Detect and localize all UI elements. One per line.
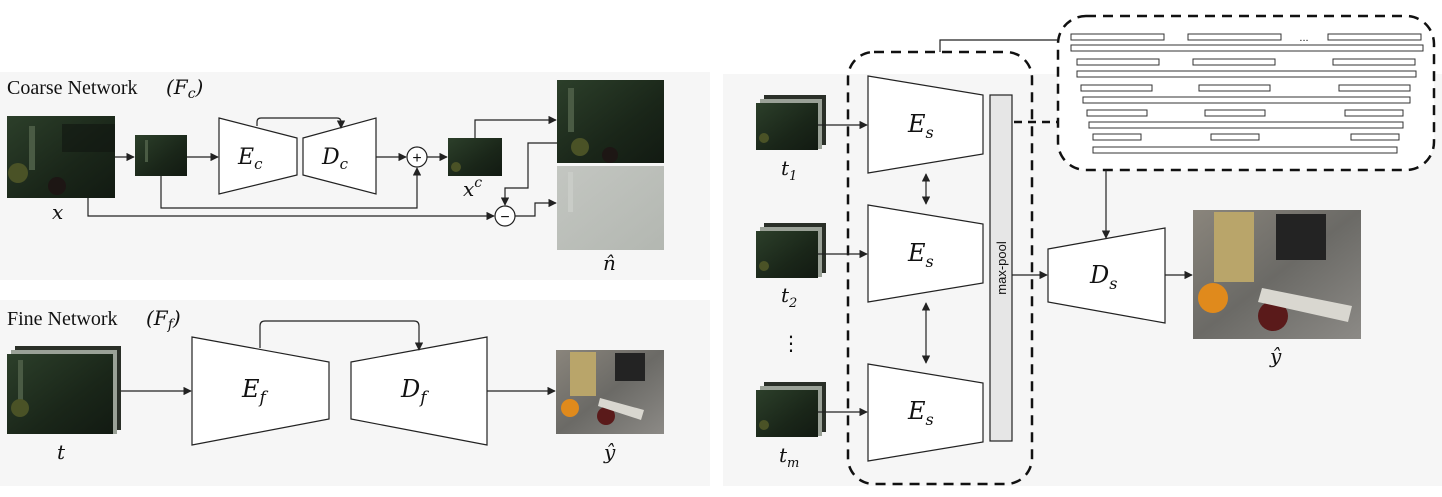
fine-input-label: t [57, 440, 66, 464]
arrow-skip-coarse [256, 117, 346, 129]
coarse-noise-label: n̂ [603, 251, 616, 275]
coarse-encoder-label: Ec [237, 145, 263, 173]
shared-input-vdots: ⋮ [781, 333, 801, 355]
coarse-add-symbol: + [412, 150, 421, 167]
shared-input-stack-2 [756, 223, 826, 278]
shared-input-stack-3 [756, 382, 826, 437]
coarse-title: Coarse Network [7, 77, 138, 99]
shared-input-label-1: t1 [781, 156, 797, 184]
shared-encoder-label-3: Es [907, 397, 934, 429]
shared-input-label-2: t2 [781, 283, 797, 311]
shared-encoder-label-1: Es [907, 110, 934, 142]
coarse-title-symbol: (Fc) [166, 75, 203, 102]
arrow-downsample-residual [160, 167, 422, 209]
connector-group-to-features [939, 39, 1058, 52]
shared-input-label-3: tm [779, 443, 799, 471]
arrow-subtract-to-noise [515, 198, 557, 217]
fine-network-panel: Fine Network (Ff) t Ef Df ŷ [0, 300, 710, 486]
feature-map-ellipsis: ... [1299, 32, 1308, 44]
arrow-xc-to-output [474, 115, 557, 138]
coarse-network-panel: Coarse Network (Fc) x Ec Dc + xc [0, 72, 710, 280]
coarse-noise-image [557, 166, 664, 250]
arrow-output-to-subtract [500, 142, 557, 206]
arrow-skip-fine [259, 320, 424, 351]
fine-encoder-label: Ef [241, 375, 269, 408]
coarse-output-label: xc [463, 175, 482, 201]
coarse-decoder-block [302, 117, 377, 195]
fine-encoder-block [191, 336, 330, 446]
feature-map-rows [1070, 33, 1424, 154]
fine-output-label: ŷ [603, 440, 616, 464]
coarse-subtract-symbol: − [500, 209, 509, 226]
coarse-encoder-block [218, 117, 298, 195]
coarse-output-image [448, 138, 502, 176]
coarse-input-image [7, 116, 115, 198]
coarse-decoder-label: Dc [321, 145, 349, 173]
fine-decoder-label: Df [400, 375, 429, 408]
encoder-group-dashed [846, 50, 1034, 486]
shared-network-panel: t1 t2 ⋮ tm Es Es Es max-pool Ds [723, 14, 1442, 486]
shared-encoder-label-2: Es [907, 239, 934, 271]
coarse-input-label: x [52, 200, 63, 224]
shared-decoder-block [1047, 227, 1166, 324]
shared-decoder-label: Ds [1089, 261, 1117, 293]
shared-input-stack-1 [756, 95, 826, 150]
shared-output-label: ŷ [1269, 344, 1282, 368]
coarse-downsampled-image [135, 135, 187, 176]
fine-input-stack [7, 346, 121, 434]
fine-output-image [556, 350, 664, 434]
shared-encoder-2 [867, 204, 984, 303]
max-pool-label: max-pool [994, 241, 1009, 295]
shared-encoder-1 [867, 75, 984, 174]
arrow-x-to-subtract [87, 198, 495, 221]
shared-output-image [1193, 210, 1361, 339]
fine-title-symbol: (Ff) [146, 306, 181, 333]
feature-map-dashed [1056, 14, 1436, 172]
shared-encoder-3 [867, 363, 984, 462]
coarse-dark-output-image [557, 80, 664, 163]
fine-title: Fine Network [7, 308, 118, 330]
fine-decoder-block [350, 336, 488, 446]
max-pool-bar [989, 94, 1013, 442]
